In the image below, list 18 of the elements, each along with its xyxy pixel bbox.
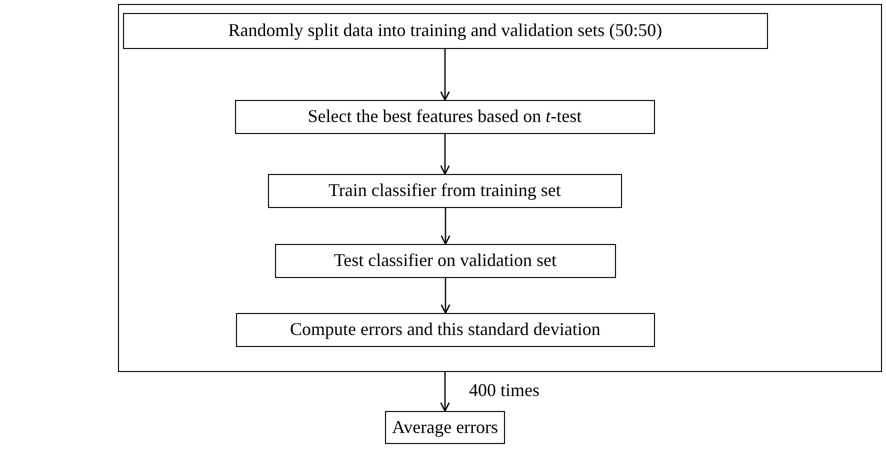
step-text: Select the best features based on t-test (308, 106, 582, 128)
arrow (440, 134, 450, 175)
arrow (440, 49, 450, 101)
process-box (385, 411, 505, 444)
arrow (440, 208, 450, 245)
step-text: Randomly split data into training and validation sets (50:50) (228, 20, 662, 42)
arrow (440, 372, 450, 412)
group-frame (118, 4, 882, 372)
process-box (236, 312, 655, 347)
process-box (274, 244, 616, 278)
process-box (122, 12, 768, 49)
step-text: Compute errors and this standard deviation (290, 319, 600, 340)
process-box (268, 174, 622, 208)
step-text: Test classifier on validation set (334, 250, 557, 272)
process-box (234, 100, 655, 134)
arrow (440, 278, 450, 314)
step-text: Average errors (392, 417, 498, 438)
step-text: Train classifier from training set (328, 180, 561, 202)
